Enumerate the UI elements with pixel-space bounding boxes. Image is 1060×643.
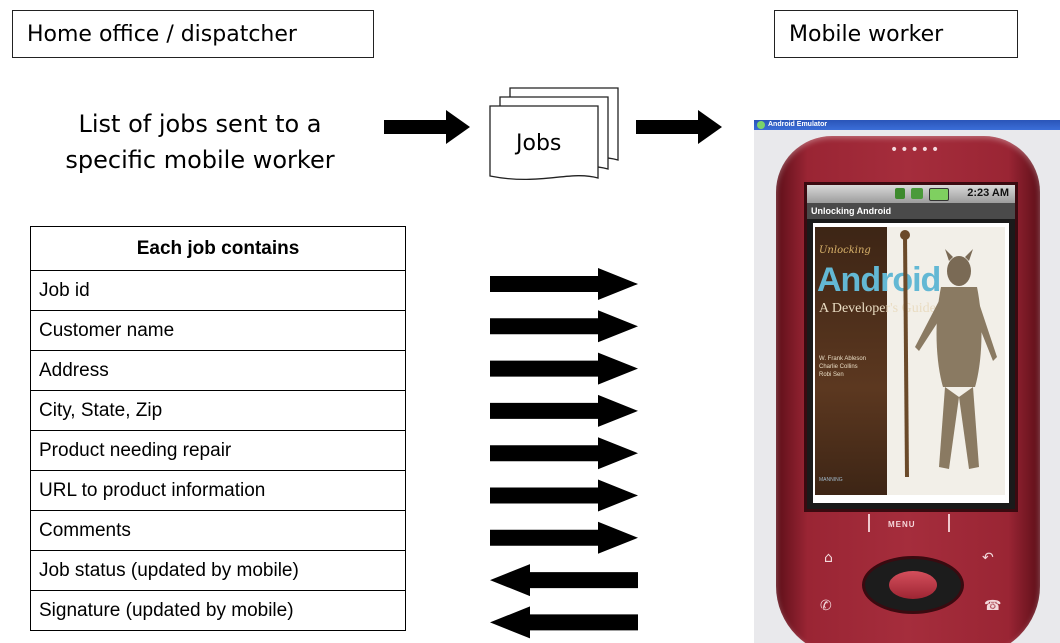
- home-icon: ⌂: [824, 550, 833, 566]
- table-cell: Signature (updated by mobile): [30, 590, 406, 631]
- arrow-to-mobile-row: [490, 352, 638, 385]
- table-row: City, State, Zip: [30, 390, 406, 431]
- mobile-worker-box: Mobile worker: [774, 10, 1018, 58]
- arrow-to-mobile-row: [490, 310, 638, 343]
- notification-icon: [895, 188, 905, 199]
- table-cell: Customer name: [30, 310, 406, 351]
- arrow-to-mobile-row: [490, 268, 638, 300]
- arrow-to-mobile: [636, 110, 722, 144]
- status-icons: [895, 188, 951, 201]
- table-row: Product needing repair: [30, 430, 406, 471]
- menu-divider: [948, 514, 950, 532]
- table-row: Job status (updated by mobile): [30, 550, 406, 591]
- phone-screen: 2:23 AM Unlocking Android Unlocking Andr…: [804, 182, 1018, 512]
- arrow-to-mobile-row: [490, 479, 638, 512]
- table-cell: Comments: [30, 510, 406, 551]
- book-authors: W. Frank Ableson Charlie Collins Robi Se…: [819, 355, 866, 379]
- arrow-to-mobile-row: [490, 521, 638, 554]
- cover-figure-illustration: [900, 230, 997, 478]
- speaker-icon: •••••: [890, 142, 942, 158]
- menu-button-label: MENU: [888, 520, 916, 529]
- table-row: Job id: [30, 270, 406, 311]
- arrow-to-office-row: [490, 564, 638, 597]
- book-script-title: Unlocking: [819, 245, 871, 256]
- jobs-document-stack-icon: [489, 87, 619, 181]
- table-row: URL to product information: [30, 470, 406, 511]
- arrow-to-jobs: [384, 110, 470, 144]
- table-cell: Job id: [30, 270, 406, 311]
- list-description-line-1: List of jobs sent to a: [78, 110, 322, 138]
- book-cover: Unlocking Android A Developer's Guide W.…: [813, 223, 1009, 503]
- table-cell: URL to product information: [30, 470, 406, 511]
- book-cover-left-panel: [815, 227, 887, 495]
- back-icon: ↶: [982, 550, 994, 566]
- android-icon: [757, 121, 765, 129]
- book-author: Charlie Collins: [819, 364, 858, 370]
- android-emulator-image: Android Emulator ••••• 2:23 AM Unlocking…: [754, 120, 1060, 643]
- book-author: Robi Sen: [819, 372, 844, 378]
- list-description-line-2: specific mobile worker: [65, 146, 335, 174]
- trackball: [862, 556, 964, 614]
- table-cell: City, State, Zip: [30, 390, 406, 431]
- status-time: 2:23 AM: [967, 187, 1009, 199]
- arrow-to-mobile-row: [490, 437, 638, 470]
- signal-icon: [911, 188, 923, 199]
- list-description: List of jobs sent to a specific mobile w…: [40, 106, 360, 178]
- table-cell: Product needing repair: [30, 430, 406, 471]
- emulator-titlebar: Android Emulator: [754, 120, 1060, 130]
- jobs-label: Jobs: [516, 131, 562, 156]
- table-header: Each job contains: [30, 226, 406, 271]
- mobile-worker-label: Mobile worker: [789, 21, 944, 47]
- app-title: Unlocking Android: [807, 203, 1015, 219]
- menu-divider: [868, 514, 870, 532]
- emulator-title: Android Emulator: [768, 121, 828, 128]
- arrow-to-office-row: [490, 606, 638, 639]
- home-office-box: Home office / dispatcher: [12, 10, 374, 58]
- row-arrows: [490, 268, 638, 639]
- call-icon: ✆: [820, 598, 832, 614]
- job-fields-table: Each job contains Job id Customer name A…: [30, 226, 406, 631]
- phone-body: ••••• 2:23 AM Unlocking Android Unlockin…: [776, 136, 1040, 643]
- arrow-to-mobile-row: [490, 394, 638, 427]
- table-row: Signature (updated by mobile): [30, 590, 406, 631]
- book-title: Android: [817, 261, 941, 299]
- battery-icon: [929, 188, 949, 201]
- book-author: W. Frank Ableson: [819, 356, 867, 362]
- end-call-icon: ☎: [984, 598, 1002, 614]
- trackball-button: [889, 571, 937, 599]
- table-cell: Address: [30, 350, 406, 391]
- table-row: Address: [30, 350, 406, 391]
- table-row: Customer name: [30, 310, 406, 351]
- status-bar: 2:23 AM: [807, 185, 1015, 203]
- book-publisher: MANNING: [819, 477, 843, 483]
- home-office-label: Home office / dispatcher: [27, 21, 297, 47]
- table-row: Comments: [30, 510, 406, 551]
- table-cell: Job status (updated by mobile): [30, 550, 406, 591]
